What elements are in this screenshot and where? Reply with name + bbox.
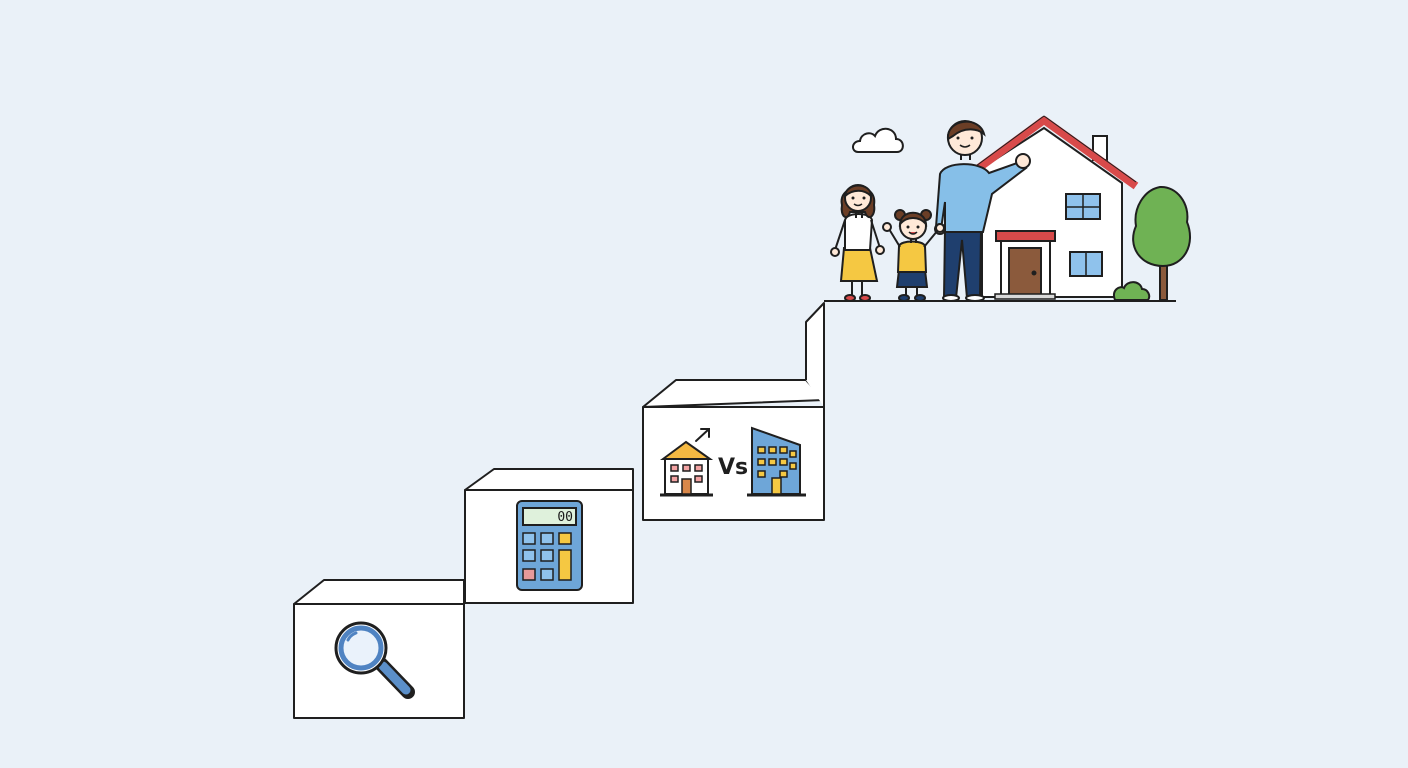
family-house (973, 115, 1139, 300)
calculator-display: 00 (557, 510, 573, 525)
compare-vs-label: Vs (718, 455, 748, 480)
increase-arrow-icon (695, 428, 710, 442)
calculator-icon: 00 (516, 500, 583, 591)
apartment-building-icon (747, 426, 806, 497)
small-house-icon (659, 440, 714, 497)
child-figure (882, 209, 945, 302)
house-porch-roof (995, 230, 1056, 242)
calculator-keys (522, 532, 572, 581)
bush-icon (1113, 281, 1151, 301)
cloud-icon (852, 127, 904, 153)
compare-buildings-icon: Vs (659, 426, 806, 497)
house-door (1008, 247, 1042, 296)
magnifying-glass-icon (334, 621, 415, 699)
father-figure (934, 120, 1031, 302)
mother-figure (830, 184, 885, 302)
tree-icon (1132, 185, 1192, 301)
